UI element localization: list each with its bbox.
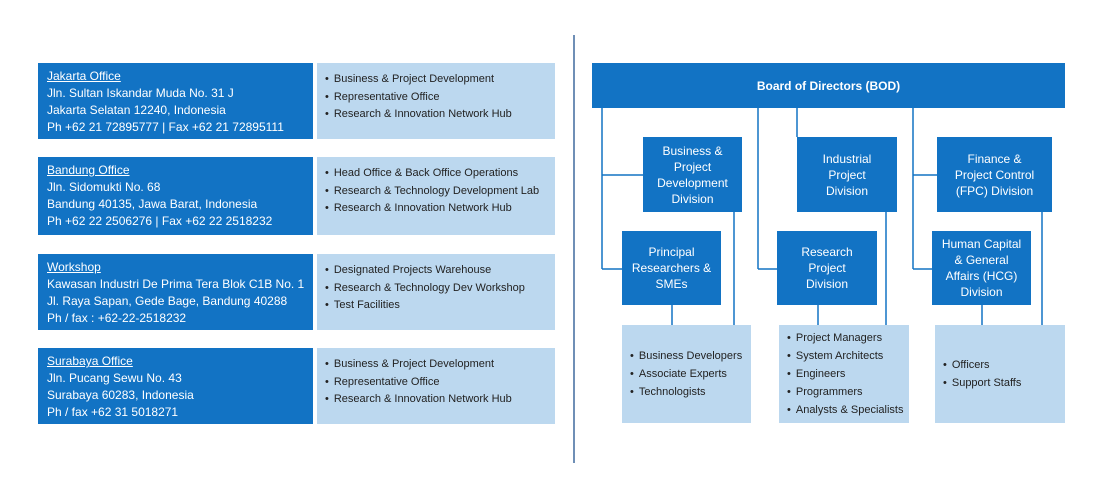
function-item: Test Facilities <box>325 297 547 315</box>
business-project-development-division[interactable]: Business & Project Development Division <box>643 137 742 212</box>
staff-list-support: Officers Support Staffs <box>935 325 1065 423</box>
office-functions-jakarta: Business & Project Development Represent… <box>317 63 555 139</box>
finance-project-control-division[interactable]: Finance & Project Control (FPC) Division <box>937 137 1052 212</box>
office-title[interactable]: Jakarta Office <box>47 69 121 83</box>
division-label-line: Researchers & <box>631 261 712 275</box>
office-address-line: Bandung 40135, Jawa Barat, Indonesia <box>47 197 258 211</box>
function-item: Research & Innovation Network Hub <box>325 106 547 124</box>
division-label-line: Business & <box>662 143 723 158</box>
staff-list-business: Business Developers Associate Experts Te… <box>622 325 751 423</box>
division-label-line: Division <box>960 285 1003 299</box>
office-address-line: Jln. Sidomukti No. 68 <box>47 180 161 194</box>
research-project-division[interactable]: Research Project Division <box>777 231 877 305</box>
division-label-line: Project <box>673 159 712 174</box>
bod-label: Board of Directors (BOD) <box>756 78 901 93</box>
staff-list-research: Project Managers System Architects Engin… <box>779 325 909 423</box>
office-functions-bandung: Head Office & Back Office Operations Res… <box>317 157 555 235</box>
office-title[interactable]: Surabaya Office <box>47 354 133 368</box>
staff-role-item: Project Managers <box>787 329 909 347</box>
division-label-line: Principal <box>648 245 695 259</box>
staff-role-item: Officers <box>943 356 1065 374</box>
office-functions-workshop: Designated Projects Warehouse Research &… <box>317 254 555 330</box>
function-item: Research & Innovation Network Hub <box>325 200 547 218</box>
division-label-line: Project <box>808 261 846 275</box>
division-label-line: Affairs (HCG) <box>945 269 1018 283</box>
office-card-bandung: Bandung Office Jln. Sidomukti No. 68 Ban… <box>38 157 313 235</box>
staff-role-item: Engineers <box>787 365 909 383</box>
office-card-workshop: Workshop Kawasan Industri De Prima Tera … <box>38 254 313 330</box>
board-of-directors-box[interactable]: Board of Directors (BOD) <box>592 63 1065 108</box>
division-label-line: Division <box>805 277 848 291</box>
division-label-line: (FPC) Division <box>955 183 1034 198</box>
function-item: Business & Project Development <box>325 356 547 374</box>
function-item: Research & Innovation Network Hub <box>325 391 547 409</box>
office-phone-line: Ph +62 21 72895777 | Fax +62 21 72895111 <box>47 120 284 134</box>
office-title[interactable]: Bandung Office <box>47 163 130 177</box>
principal-researchers-smes[interactable]: Principal Researchers & SMEs <box>622 231 721 305</box>
office-phone-line: Ph +62 22 2506276 | Fax +62 22 2518232 <box>47 214 273 228</box>
division-label-line: Project Control <box>954 167 1035 182</box>
division-label-line: Research <box>801 245 853 259</box>
function-item: Representative Office <box>325 374 547 392</box>
division-label-line: Industrial <box>822 151 872 166</box>
office-address-line: Kawasan Industri De Prima Tera Blok C1B … <box>47 277 305 291</box>
office-card-surabaya: Surabaya Office Jln. Pucang Sewu No. 43 … <box>38 348 313 424</box>
office-phone-line: Ph / fax +62 31 5018271 <box>47 405 179 419</box>
function-item: Designated Projects Warehouse <box>325 262 547 280</box>
staff-role-item: System Architects <box>787 347 909 365</box>
division-label-line: Division <box>825 183 868 198</box>
office-card-jakarta: Jakarta Office Jln. Sultan Iskandar Muda… <box>38 63 313 139</box>
office-address-line: Jln. Sultan Iskandar Muda No. 31 J <box>47 86 234 100</box>
division-label-line: Project <box>828 167 866 182</box>
staff-role-item: Associate Experts <box>630 365 751 383</box>
function-item: Business & Project Development <box>325 71 547 89</box>
division-label-line: & General <box>954 253 1009 267</box>
function-item: Head Office & Back Office Operations <box>325 165 547 183</box>
staff-role-item: Analysts & Specialists <box>787 401 909 419</box>
staff-role-item: Support Staffs <box>943 374 1065 392</box>
staff-role-item: Business Developers <box>630 347 751 365</box>
office-title[interactable]: Workshop <box>47 260 101 274</box>
staff-role-item: Technologists <box>630 383 751 401</box>
office-address-line: Surabaya 60283, Indonesia <box>47 388 194 402</box>
office-address-line: Jln. Pucang Sewu No. 43 <box>47 371 182 385</box>
division-label-line: Division <box>671 191 714 206</box>
office-address-line: Jl. Raya Sapan, Gede Bage, Bandung 40288 <box>47 294 288 308</box>
section-divider <box>573 35 575 463</box>
division-label-line: SMEs <box>655 277 688 291</box>
office-functions-surabaya: Business & Project Development Represent… <box>317 348 555 424</box>
function-item: Research & Technology Dev Workshop <box>325 280 547 298</box>
division-label-line: Development <box>657 175 728 190</box>
division-label-line: Human Capital <box>941 237 1022 251</box>
function-item: Research & Technology Development Lab <box>325 183 547 201</box>
industrial-project-division[interactable]: Industrial Project Division <box>797 137 897 212</box>
office-phone-line: Ph / fax : +62-22-2518232 <box>47 311 187 325</box>
function-item: Representative Office <box>325 89 547 107</box>
staff-role-item: Programmers <box>787 383 909 401</box>
division-label-line: Finance & <box>967 151 1022 166</box>
human-capital-general-affairs-division[interactable]: Human Capital & General Affairs (HCG) Di… <box>932 231 1031 305</box>
office-address-line: Jakarta Selatan 12240, Indonesia <box>47 103 226 117</box>
